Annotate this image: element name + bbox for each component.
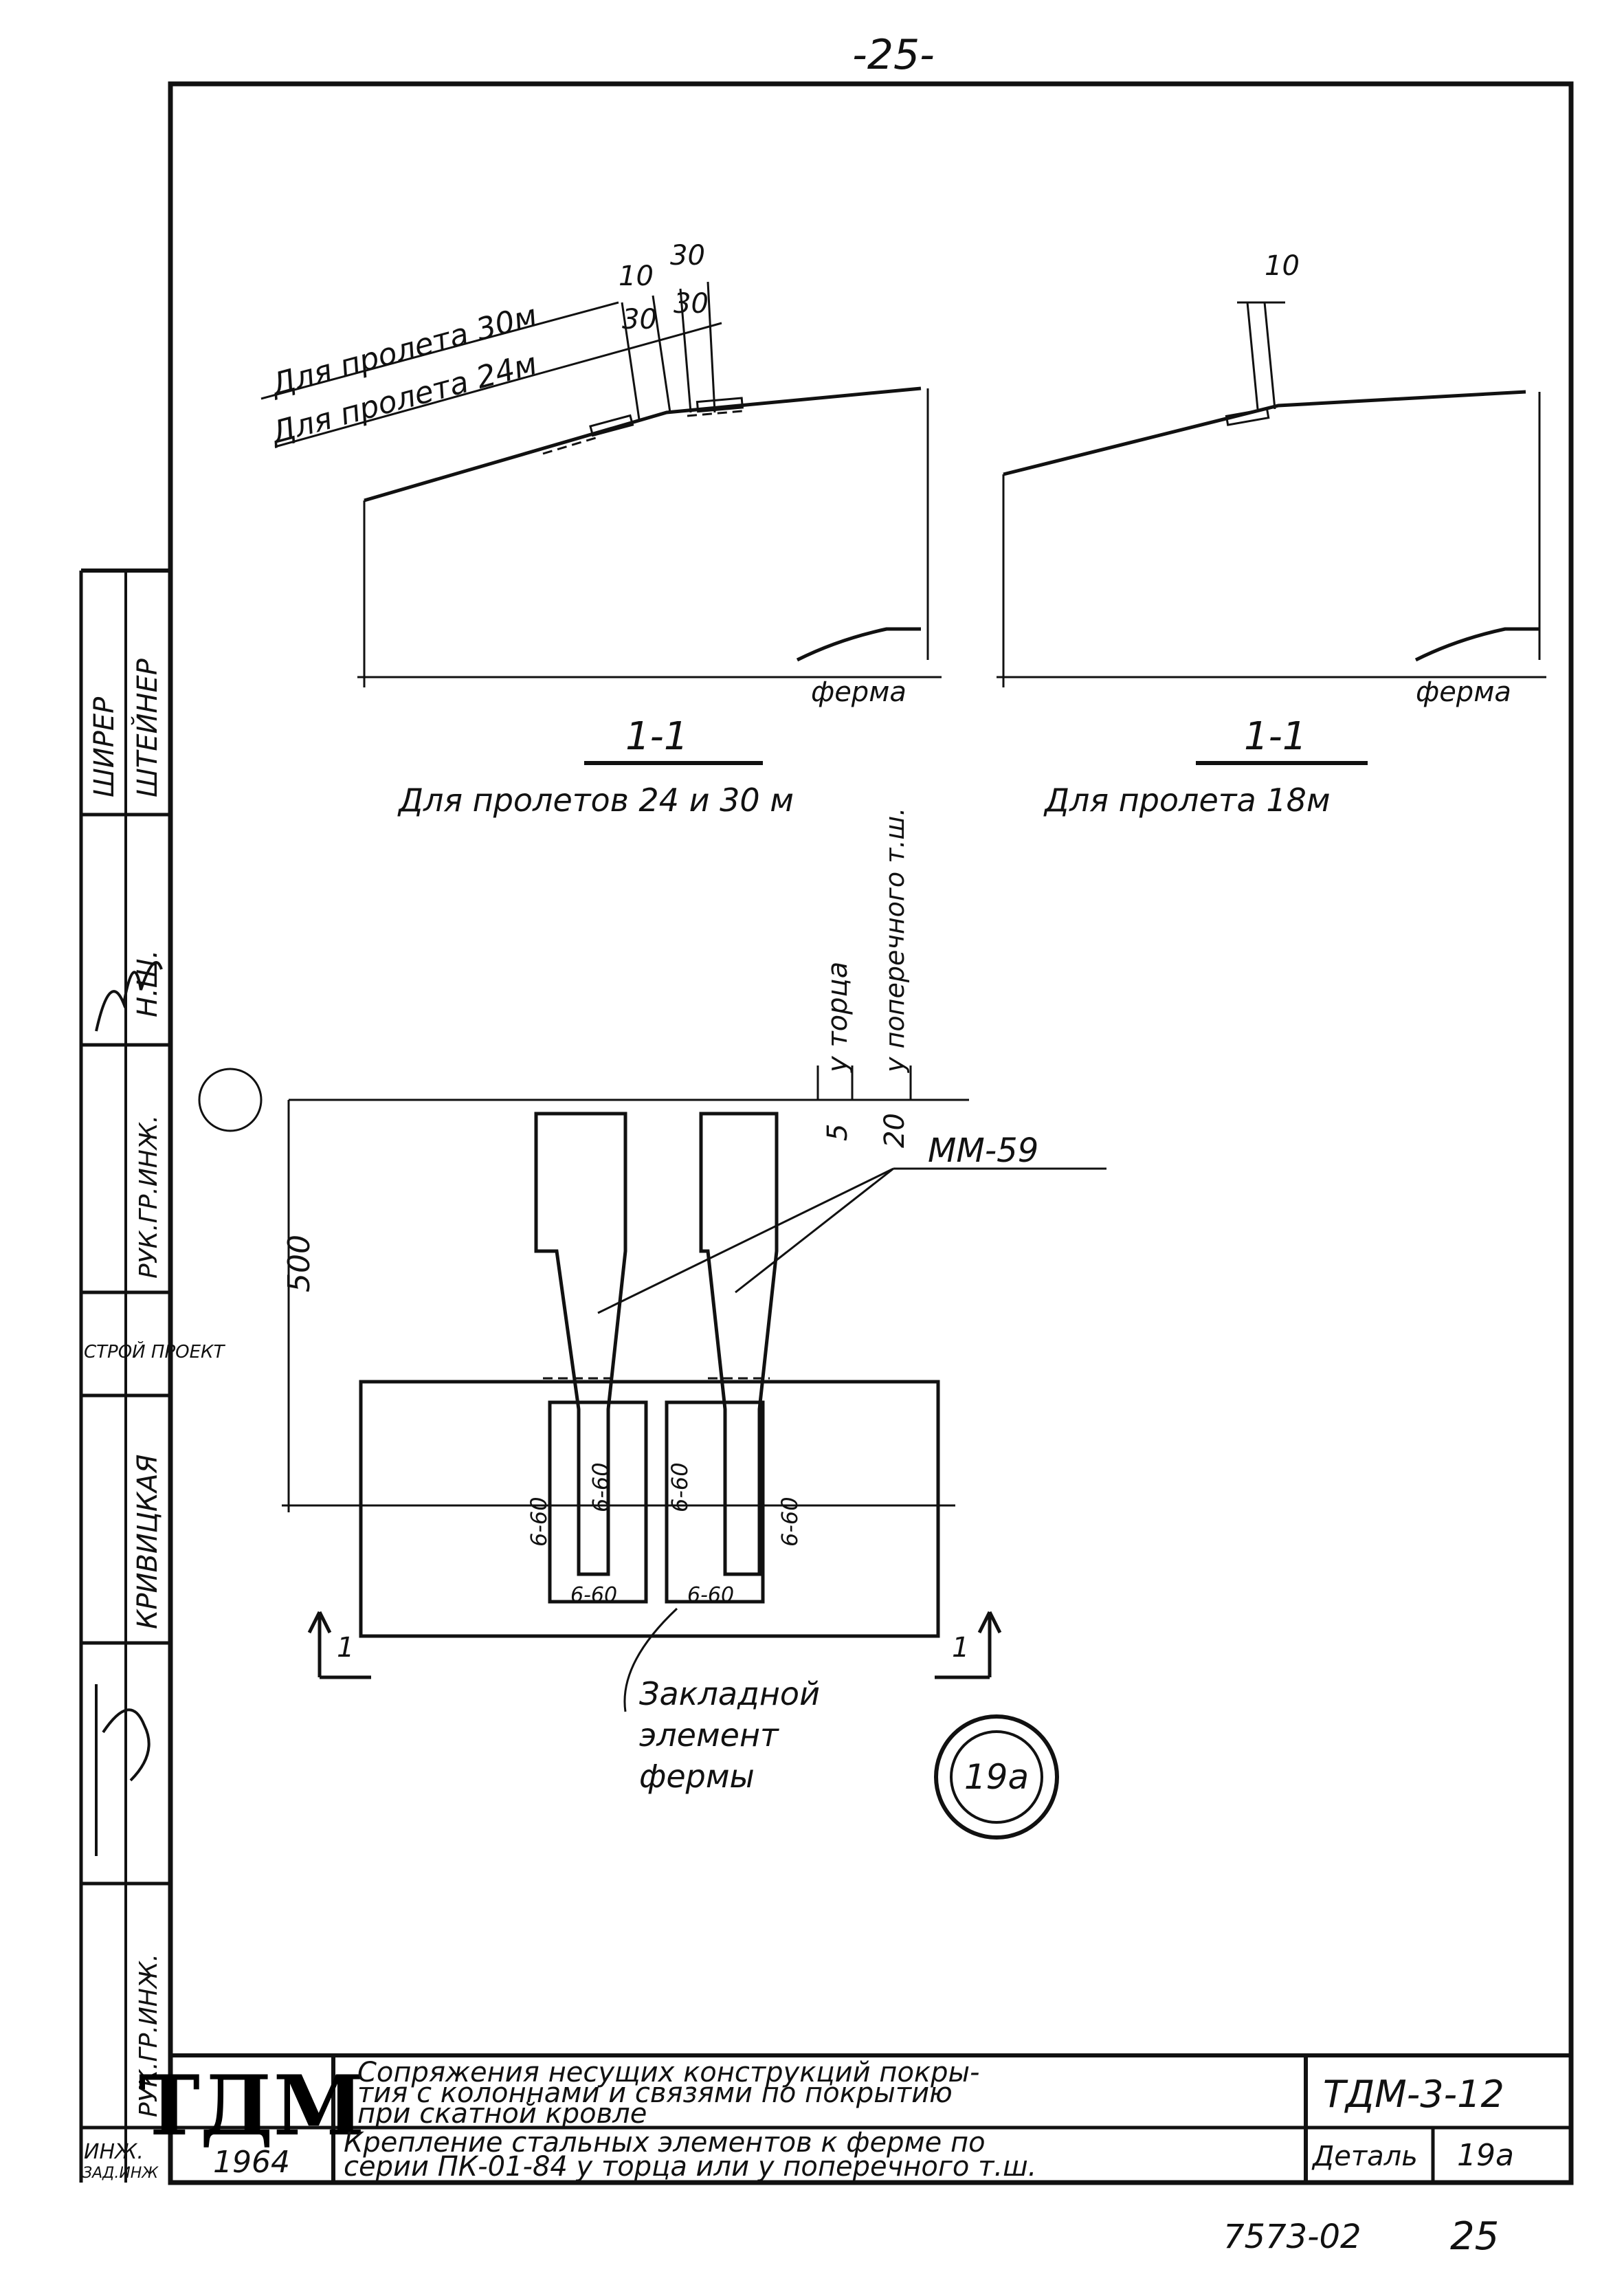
page-number: -25-	[852, 31, 935, 79]
bottom-code: 7573-02	[1223, 2218, 1361, 2256]
detail-mark: 19а	[964, 1757, 1029, 1797]
stamp-cell-4: РУК.ГР.ИНЖ.	[135, 1115, 163, 1279]
weld-6: 6-60	[687, 1583, 734, 1607]
stamp-cell-3: Н.Ш.	[132, 950, 164, 1017]
weld-5: 6-60	[570, 1583, 617, 1607]
section-mark-right: 1-1	[1244, 714, 1306, 759]
dim-20: 20	[879, 1113, 911, 1148]
embedded-label-1: Закладной	[639, 1675, 820, 1712]
embedded-right	[665, 1400, 765, 1604]
reference-circle	[198, 1068, 263, 1132]
plan-view: 5 20 у торца у поперечного т.ш. 500 6-60…	[198, 808, 1106, 1840]
stamp-cell-5: СТРОЙ ПРОЕКТ	[84, 1340, 225, 1362]
stamp-cell-2: ШТЕЙНЕР	[131, 658, 164, 797]
part-mark-mm59: ММ-59	[928, 1132, 1038, 1170]
section-right: 10 ферма 1-1 Для пролета 18м	[997, 250, 1546, 819]
drawing-code: ТДМ-3-12	[1323, 2073, 1504, 2116]
detail-mark-inner	[950, 1730, 1043, 1824]
subtitle-line-1: Крепление стальных элементов к ферме по	[344, 2127, 986, 2159]
title-line-2: тия с колоннами и связями по покрытию	[357, 2077, 953, 2109]
detail-label: Деталь	[1311, 2141, 1418, 2172]
dim-top-10-right: 10	[1265, 250, 1300, 282]
sheet-frame	[168, 81, 1574, 2185]
dim-top-10: 10	[619, 261, 654, 292]
tie-right	[699, 1112, 779, 1576]
side-stamp: ШИРЕР ШТЕЙНЕР Н.Ш. РУК.ГР.ИНЖ. СТРОЙ ПРО…	[79, 568, 225, 2183]
title-line-3: при скатной кровле	[357, 2098, 647, 2130]
signature-2	[95, 1684, 151, 1856]
subtitle-line-2: серии ПК-01-84 у торца или у поперечного…	[344, 2151, 1036, 2183]
weld-2: 6-60	[588, 1462, 614, 1512]
title-line-1: Сопряжения несущих конструкций покры-	[357, 2057, 980, 2088]
label-at-transverse: у поперечного т.ш.	[880, 808, 910, 1073]
weld-4: 6-60	[777, 1497, 803, 1547]
dim-mid-30b: 30	[674, 288, 709, 320]
cut-mark-right: 1	[952, 1632, 969, 1664]
truss-label-right: ферма	[1416, 676, 1511, 708]
signature-1	[95, 961, 163, 1032]
caption-left: Для пролетов 24 и 30 м	[397, 782, 794, 819]
stamp-cell-6: КРИВИЦКАЯ	[132, 1455, 164, 1629]
truss-label-left: ферма	[811, 676, 906, 708]
embedded-label-3: фермы	[639, 1758, 755, 1795]
dim-500: 500	[282, 1235, 317, 1292]
embedded-label-2: элемент	[639, 1716, 779, 1754]
dim-mid-30a: 30	[622, 304, 657, 335]
bottom-page: 25	[1450, 2214, 1499, 2259]
stamp-cell-1: ШИРЕР	[89, 696, 120, 797]
weld-1: 6-60	[526, 1497, 552, 1547]
stamp-cell-8: ИНЖ.	[84, 2140, 144, 2164]
stamp-cell-9: ЗАД.ИНЖ	[82, 2165, 159, 2182]
title-block: ТДМ 1964 Сопряжения несущих конструкций …	[139, 2053, 1571, 2183]
detail-mark-outer	[934, 1714, 1059, 1840]
truss-chord	[359, 1380, 940, 1638]
weld-3: 6-60	[667, 1462, 693, 1512]
logo: ТДМ	[139, 2057, 365, 2154]
section-left: Для пролета 30м Для пролета 24м 10 30 30…	[260, 240, 942, 819]
embedded-left	[548, 1400, 648, 1604]
dim-top-30: 30	[670, 240, 705, 272]
detail-value: 19а	[1457, 2138, 1514, 2173]
caption-right: Для пролета 18м	[1043, 782, 1331, 819]
label-at-end: у торца	[822, 962, 854, 1073]
tie-left	[534, 1112, 627, 1576]
cut-mark-left: 1	[337, 1632, 354, 1664]
section-mark-left: 1-1	[625, 714, 688, 759]
year: 1964	[213, 2145, 290, 2180]
stamp-cell-7: РУК.ГР.ИНЖ.	[135, 1954, 163, 2117]
dim-5: 5	[822, 1124, 854, 1141]
